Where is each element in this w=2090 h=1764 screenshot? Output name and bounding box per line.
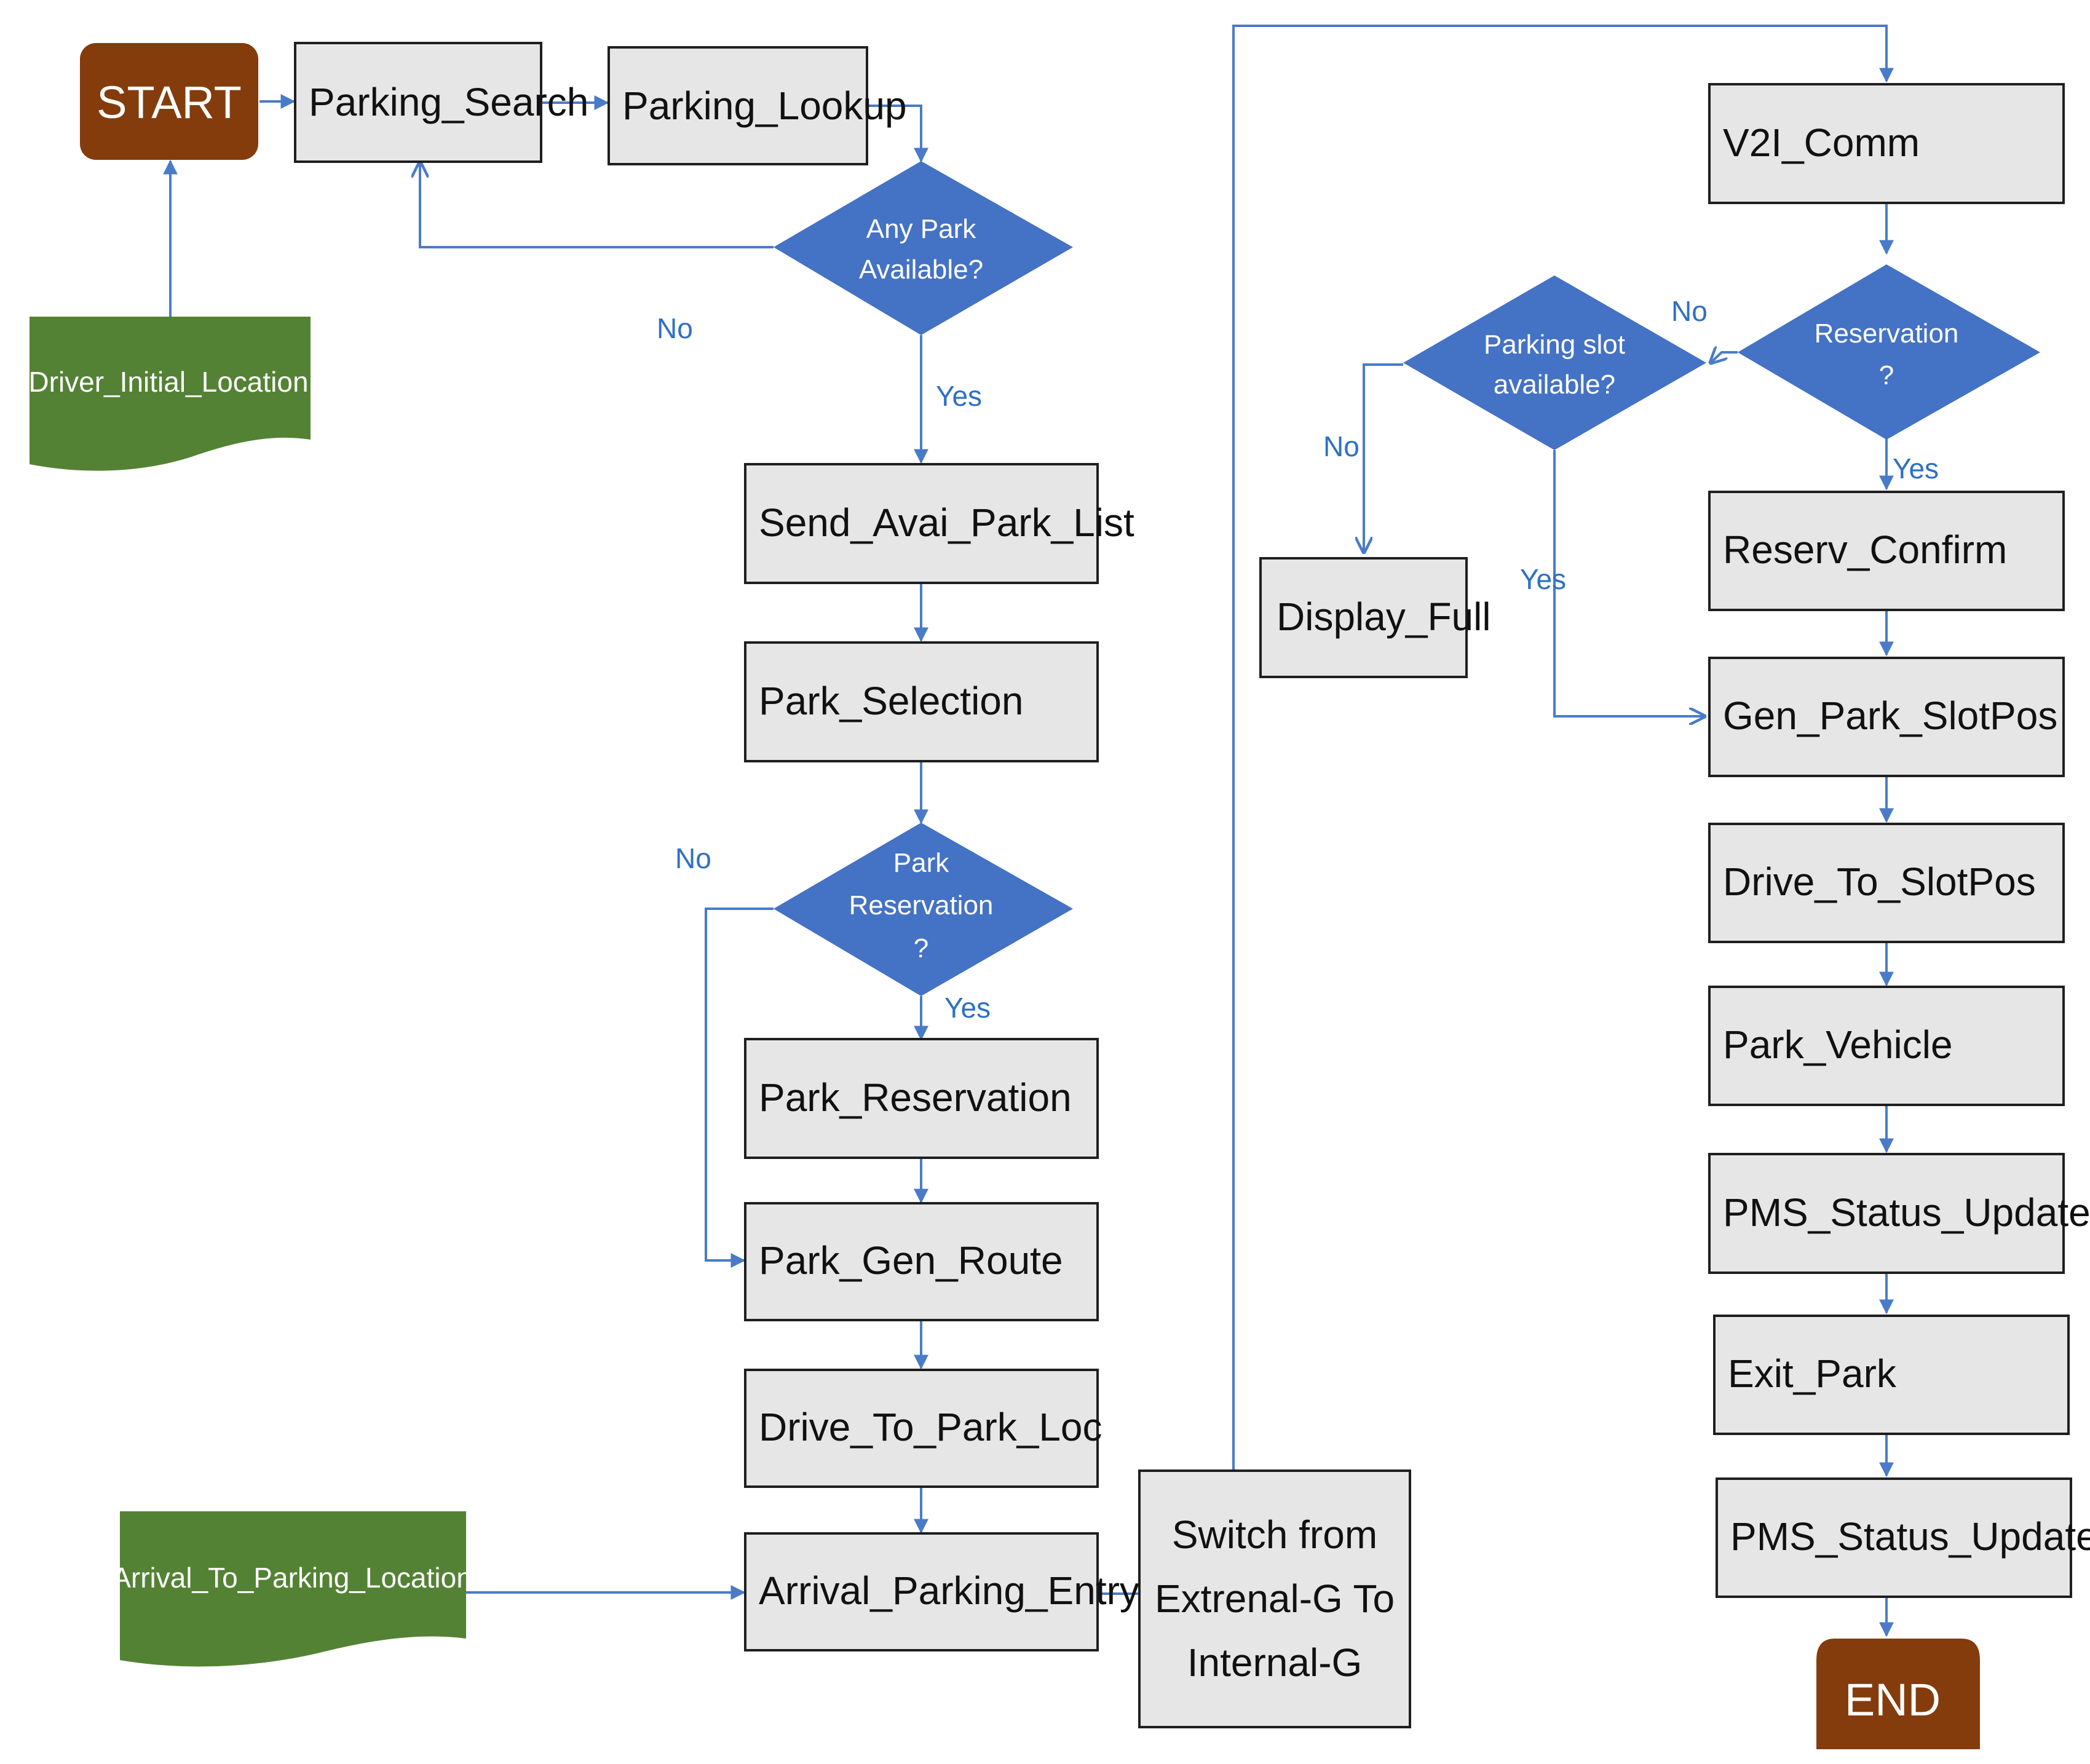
slot-line1: Parking slot [1484, 330, 1625, 360]
edge-switch-to-v2i [1232, 25, 1894, 1471]
end-label: END [1845, 1674, 1941, 1725]
process-pms-status-update-1: PMS_Status_Update [1708, 1153, 2090, 1274]
process-gen-park-slotpos: Gen_Park_SlotPos [1708, 657, 2065, 777]
edge-anypark-no [420, 162, 774, 248]
decision-any-park-available: Any Park Available? [774, 161, 1073, 335]
start-label: START [97, 77, 242, 128]
park-reservation-label: Park_Reservation [759, 1075, 1072, 1120]
driver-initial-location-doc: Driver_Initial_Location [28, 317, 311, 471]
reserv-confirm-label: Reserv_Confirm [1723, 528, 2007, 572]
process-park-reservation: Park_Reservation [744, 1038, 1099, 1159]
connectors [163, 25, 1894, 1637]
edge-lookup-to-anypark [867, 105, 928, 163]
parking-lookup-label: Parking_Lookup [622, 84, 907, 128]
park-selection-label: Park_Selection [759, 679, 1023, 723]
process-parking-lookup: Parking_Lookup [608, 46, 907, 165]
process-arrival-parking-entry: Arrival_Parking_Entry [744, 1532, 1139, 1651]
drive-to-park-loc-label: Drive_To_Park_Loc [759, 1405, 1102, 1449]
v2i-comm-label: V2I_Comm [1723, 121, 1920, 165]
process-send-avai-park-list: Send_Avai_Park_List [744, 463, 1134, 584]
start-terminal: START [80, 43, 258, 160]
pms-status-update-2-label: PMS_Status_Update [1730, 1514, 2090, 1559]
decision-park-reservation: Park Reservation ? [774, 823, 1073, 996]
process-park-vehicle: Park_Vehicle [1708, 986, 2065, 1106]
parking-search-label: Parking_Search [309, 80, 588, 124]
switch-label-line1: Switch from [1172, 1513, 1377, 1557]
driver-initial-location-label: Driver_Initial_Location [28, 366, 308, 398]
edge-reservation-no [1711, 352, 1738, 363]
edge-slot-yes [1553, 450, 1704, 716]
park-res-no-label: No [675, 842, 711, 874]
slot-yes-label: Yes [1520, 563, 1566, 595]
slot-line2: available? [1494, 370, 1615, 400]
process-drive-to-slotpos: Drive_To_SlotPos [1708, 823, 2065, 943]
process-drive-to-park-loc: Drive_To_Park_Loc [744, 1369, 1102, 1488]
edge-labels: No Yes No Yes No Yes No Yes [657, 295, 1939, 1024]
drive-to-slotpos-label: Drive_To_SlotPos [1723, 860, 2036, 904]
reservation-line1: Reservation [1815, 318, 1959, 349]
end-terminal: END [1816, 1639, 1980, 1749]
decision-parking-slot-available: Parking slot available? [1403, 275, 1706, 450]
decision-reservation: Reservation ? [1738, 264, 2040, 440]
arrival-parking-entry-label: Arrival_Parking_Entry [759, 1568, 1139, 1613]
park-res-yes-label: Yes [944, 992, 991, 1024]
edge-parkres-no [705, 908, 774, 1268]
process-reserv-confirm: Reserv_Confirm [1708, 491, 2065, 611]
pms-status-update-1-label: PMS_Status_Update [1723, 1190, 2090, 1235]
slot-no-label: No [1323, 430, 1360, 462]
any-park-line1: Any Park [866, 214, 977, 244]
reservation-no-label: No [1671, 295, 1708, 327]
park-res-line1: Park [893, 848, 949, 878]
send-avai-park-list-label: Send_Avai_Park_List [759, 500, 1134, 545]
switch-label-line3: Internal-G [1187, 1640, 1363, 1685]
display-full-label: Display_Full [1277, 595, 1491, 639]
process-exit-park: Exit_Park [1713, 1315, 2070, 1435]
process-park-selection: Park_Selection [744, 641, 1099, 762]
any-park-yes-label: Yes [936, 380, 982, 412]
edge-slot-no [1364, 363, 1403, 552]
reservation-line2: ? [1879, 360, 1894, 390]
process-pms-status-update-2: PMS_Status_Update [1716, 1477, 2090, 1598]
park-gen-route-label: Park_Gen_Route [759, 1238, 1063, 1283]
park-res-line2: Reservation [849, 890, 994, 920]
any-park-no-label: No [657, 312, 693, 344]
process-switch-gateway: Switch from Extrenal-G To Internal-G [1138, 1469, 1411, 1728]
process-v2i-comm: V2I_Comm [1708, 83, 2065, 204]
switch-label-line2: Extrenal-G To [1155, 1576, 1395, 1621]
gen-park-slotpos-label: Gen_Park_SlotPos [1723, 694, 2057, 738]
exit-park-label: Exit_Park [1728, 1351, 1897, 1396]
any-park-line2: Available? [859, 255, 983, 285]
process-parking-search: Parking_Search [294, 42, 588, 163]
process-park-gen-route: Park_Gen_Route [744, 1202, 1099, 1321]
park-res-line3: ? [914, 933, 928, 963]
process-display-full: Display_Full [1259, 557, 1491, 678]
arrival-to-parking-location-label: Arrival_To_Parking_Location [112, 1562, 472, 1594]
park-vehicle-label: Park_Vehicle [1723, 1022, 1953, 1067]
arrival-to-parking-location-doc: Arrival_To_Parking_Location [112, 1511, 472, 1667]
reservation-yes-label: Yes [1893, 453, 1939, 485]
